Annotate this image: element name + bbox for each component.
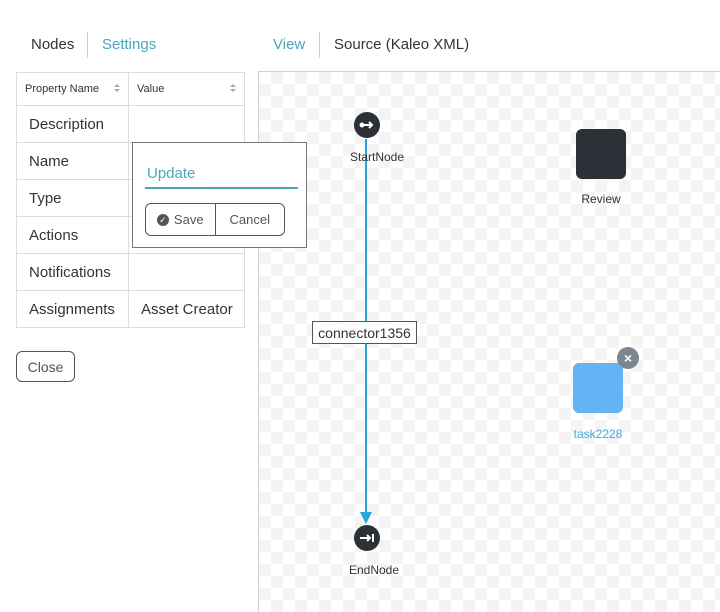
property-value-cell[interactable] bbox=[128, 253, 245, 291]
column-header-label: Value bbox=[137, 83, 165, 95]
tab-divider bbox=[87, 32, 88, 58]
table-header-row: Property Name Value bbox=[16, 72, 245, 106]
connector-label[interactable]: connector1356 bbox=[312, 321, 417, 344]
property-name-cell: Type bbox=[16, 179, 129, 217]
property-value-cell[interactable]: Asset Creator bbox=[128, 290, 245, 328]
cancel-button[interactable]: Cancel bbox=[229, 212, 270, 227]
tab-source-kaleo-xml[interactable]: Source (Kaleo XML) bbox=[334, 36, 470, 53]
connector-arrowhead-icon bbox=[360, 512, 372, 524]
task-node[interactable] bbox=[573, 363, 623, 413]
property-name-cell: Actions bbox=[16, 216, 129, 254]
property-name-cell: Notifications bbox=[16, 253, 129, 291]
task-node-label: task2228 bbox=[573, 427, 623, 441]
save-button-label: Save bbox=[173, 212, 204, 227]
sort-icon bbox=[230, 84, 236, 92]
table-row[interactable]: Description bbox=[16, 105, 245, 143]
check-icon: ✓ bbox=[156, 213, 169, 226]
tab-divider bbox=[319, 32, 320, 58]
property-name-cell: Description bbox=[16, 105, 129, 143]
workflow-canvas[interactable] bbox=[258, 71, 720, 612]
property-name-cell: Name bbox=[16, 142, 129, 180]
table-row[interactable]: Assignments Asset Creator bbox=[16, 290, 245, 328]
column-header-label: Property Name bbox=[25, 83, 99, 95]
start-node-icon[interactable] bbox=[354, 112, 380, 138]
property-value-cell[interactable] bbox=[128, 105, 245, 143]
name-input[interactable] bbox=[145, 159, 298, 189]
end-node-icon[interactable] bbox=[354, 525, 380, 551]
sort-icon bbox=[114, 84, 120, 92]
review-node[interactable] bbox=[576, 129, 626, 179]
tab-view[interactable]: View bbox=[273, 36, 306, 53]
save-button[interactable]: ✓ Save bbox=[146, 204, 216, 235]
delete-node-icon[interactable]: × bbox=[617, 347, 639, 369]
close-button[interactable]: Close bbox=[16, 351, 75, 382]
start-node-label: StartNode bbox=[349, 150, 405, 164]
column-header-value[interactable]: Value bbox=[128, 72, 245, 106]
editor-button-group: ✓ Save Cancel bbox=[145, 203, 285, 236]
name-editor-popover: ✓ Save Cancel bbox=[132, 142, 307, 248]
properties-table: Property Name Value Description Name Typ… bbox=[16, 72, 245, 328]
end-node-label: EndNode bbox=[348, 563, 400, 577]
tab-settings[interactable]: Settings bbox=[102, 36, 157, 53]
tab-nodes[interactable]: Nodes bbox=[31, 36, 75, 53]
column-header-property-name[interactable]: Property Name bbox=[16, 72, 129, 106]
property-name-cell: Assignments bbox=[16, 290, 129, 328]
table-row[interactable]: Notifications bbox=[16, 253, 245, 291]
review-node-label: Review bbox=[581, 192, 621, 206]
